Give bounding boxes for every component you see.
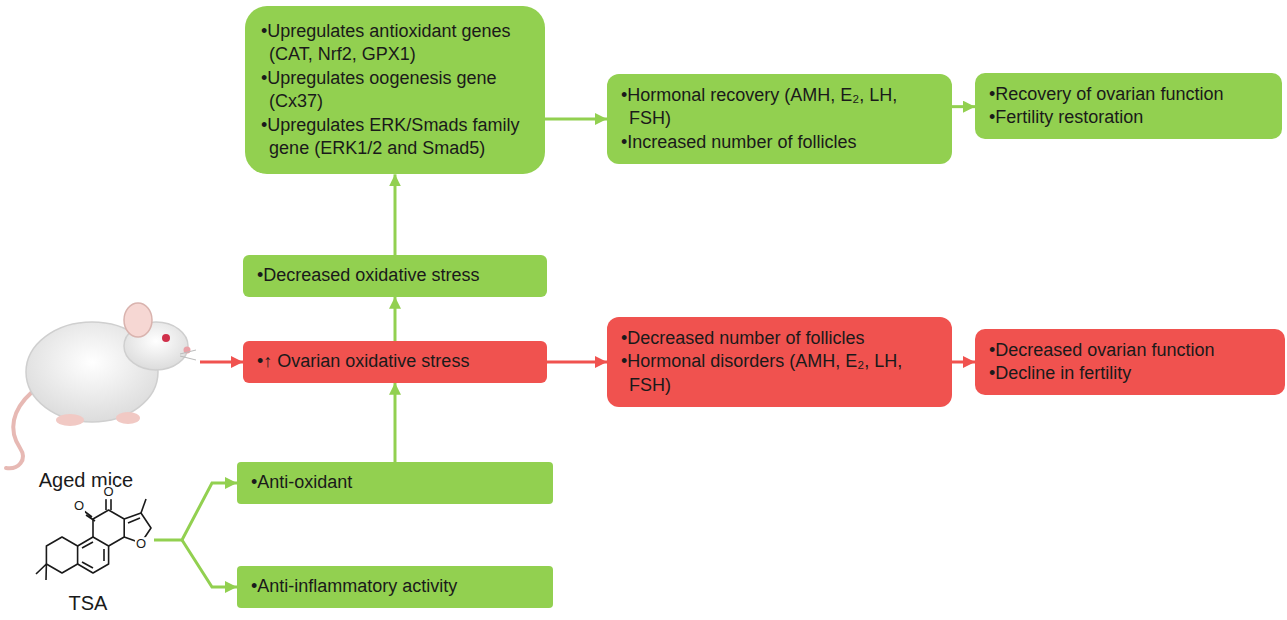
furan-double [128, 518, 140, 523]
bullet-text: •Upregulates ERK/Smads family gene (ERK1… [261, 114, 531, 161]
carbonyl [84, 511, 95, 521]
bullet-text: •Decreased ovarian function [989, 339, 1271, 362]
effect-box: •Upregulates antioxidant genes (CAT, Nrf… [245, 6, 545, 174]
tsa-arrow [154, 483, 237, 540]
bullet-text: •Hormonal recovery (AMH, E₂, LH, FSH) [621, 84, 938, 131]
atom-label: O [103, 485, 115, 499]
bullet-text: •Decline in fertility [989, 362, 1271, 385]
mouse-illustration [6, 303, 196, 468]
effect-box: •Anti-inflammatory activity [237, 566, 553, 607]
flow-arrow [394, 383, 397, 463]
flow-arrow [394, 297, 397, 342]
mouse-eye [162, 334, 170, 342]
figure-label: Aged mice [37, 470, 136, 491]
gem-dimethyl [36, 564, 46, 580]
ring-b-double [82, 542, 104, 568]
effect-box: •Hormonal recovery (AMH, E₂, LH, FSH)•In… [607, 74, 952, 164]
bullet-text: •Anti-oxidant [251, 471, 539, 494]
problem-box: •↑ Ovarian oxidative stress [243, 341, 547, 382]
problem-box: •Decreased ovarian function•Decline in f… [975, 329, 1285, 396]
mouse-ear [124, 303, 152, 337]
atom-label: O [73, 499, 85, 513]
mouse-tail [6, 392, 32, 468]
figure-label: TSA [67, 593, 110, 614]
flow-arrow [547, 360, 607, 363]
bullet-text: •Anti-inflammatory activity [251, 575, 539, 598]
bullet-text: •Hormonal disorders (AMH, E₂, LH, FSH) [621, 350, 938, 397]
mouse-whisker [180, 350, 196, 360]
bullet-text: •Increased number of follicles [621, 131, 938, 154]
problem-box: •Decreased number of follicles•Hormonal … [607, 317, 952, 407]
bullet-text: •Upregulates oogenesis gene (Cx37) [261, 67, 531, 114]
effect-box: •Recovery of ovarian function•Fertility … [975, 73, 1282, 140]
effect-box: •Decreased oxidative stress [243, 255, 547, 296]
ring-b [78, 537, 109, 573]
bullet-text: •Fertility restoration [989, 106, 1268, 129]
tsa-structure [36, 499, 151, 580]
mouse-foot [116, 412, 140, 424]
methyl [141, 499, 146, 513]
ring-c [93, 510, 124, 546]
bullet-text: •↑ Ovarian oxidative stress [257, 350, 533, 373]
tsa-arrow [182, 540, 237, 587]
flow-arrow [545, 117, 607, 120]
flow-arrow [394, 174, 397, 255]
carbonyl [106, 499, 111, 510]
effect-box: •Anti-oxidant [237, 462, 553, 503]
bullet-text: •Decreased oxidative stress [257, 264, 533, 287]
mouse-foot [56, 414, 84, 426]
flow-arrow [952, 361, 975, 364]
flow-arrow [952, 105, 975, 108]
bullet-text: •Recovery of ovarian function [989, 83, 1268, 106]
bullet-text: •Upregulates antioxidant genes (CAT, Nrf… [261, 20, 531, 67]
mouse-arrow [200, 361, 243, 364]
atom-label: O [135, 537, 147, 551]
bullet-text: •Decreased number of follicles [621, 327, 938, 350]
ring-a [46, 537, 77, 573]
